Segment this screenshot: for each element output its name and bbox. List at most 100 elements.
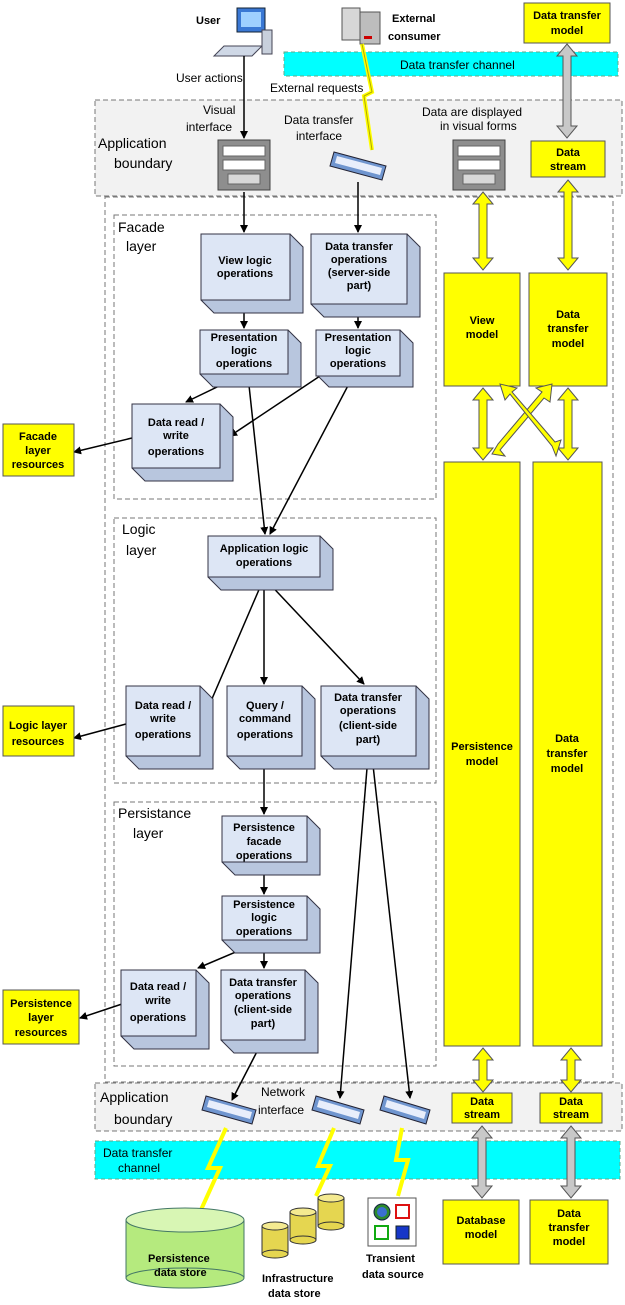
- persistence-store-label-1: Persistence: [148, 1253, 210, 1265]
- op-logic-rw-l3: operations: [135, 729, 191, 741]
- dt-model-mid-l2: transfer: [548, 323, 590, 335]
- user-computer-icon: [212, 7, 273, 57]
- network-interface-icon-3: [379, 1095, 431, 1125]
- data-transfer-interface-icon: [329, 151, 387, 181]
- op-facade-rw-l3: operations: [148, 446, 204, 458]
- op-view-logic: View logic operations: [200, 233, 304, 314]
- op-app-logic-l1: Application logic: [220, 543, 309, 555]
- op-query-cmd: Query / command operations: [226, 685, 316, 770]
- op-plog-l3: operations: [236, 926, 292, 938]
- op-dt-client-pers: Data transfer operations (client-side pa…: [220, 969, 319, 1054]
- dt-model-bottom-l2: transfer: [549, 1222, 591, 1234]
- op-pfac-l3: operations: [236, 850, 292, 862]
- network-interface-icon-2: [311, 1095, 365, 1125]
- op-pres-logic-1: Presentation logic operations: [199, 329, 302, 388]
- flow-arrows: [73, 56, 414, 1101]
- pers-res-l2: layer: [28, 1012, 54, 1024]
- persistence-layer-region: [113, 801, 437, 1067]
- database-model: [442, 1199, 520, 1265]
- logic-layer-title-2: layer: [126, 542, 157, 558]
- data-stream-bottom-left: [451, 1092, 513, 1124]
- op-prw-l3: operations: [130, 1012, 186, 1024]
- op-logic-rw-l1: Data read /: [135, 700, 191, 712]
- display-visual-icon: [452, 139, 506, 191]
- op-pres1-l2: logic: [231, 345, 257, 357]
- data-transfer-channel-bottom-label-1: Data transfer: [103, 1146, 172, 1160]
- data-transfer-interface-label-1: Data transfer: [284, 113, 353, 127]
- op-dtcp-l2: operations: [235, 990, 291, 1002]
- lightning-infrastructure: [314, 1127, 336, 1197]
- data-stream-bottom-right: [539, 1092, 603, 1124]
- logic-res-l2: resources: [12, 736, 65, 748]
- dt-model-mid: [528, 272, 608, 387]
- view-model-l2: model: [466, 329, 498, 341]
- op-pers-rw: Data read / write operations: [120, 969, 210, 1050]
- op-pfac-l2: facade: [247, 836, 282, 848]
- facade-res-l3: resources: [12, 459, 65, 471]
- op-plog-l1: Persistence: [233, 899, 295, 911]
- logic-res-l1: Logic layer: [9, 720, 68, 732]
- dt-model-bottom-l1: Data: [557, 1208, 582, 1220]
- facade-layer-title-2: layer: [126, 238, 157, 254]
- dt-model-mid-l3: model: [552, 338, 584, 350]
- network-interface-icon-1: [201, 1095, 257, 1125]
- op-dt-server: Data transfer operations (server-side pa…: [310, 233, 421, 318]
- op-facade-rw: Data read / write operations: [131, 403, 234, 482]
- logic-layer-title-1: Logic: [122, 521, 155, 537]
- op-facade-rw-l2: write: [162, 430, 189, 442]
- transient-source-icon: [367, 1197, 417, 1247]
- facade-resources: [2, 423, 75, 477]
- app-boundary-top-label-2: boundary: [114, 155, 172, 171]
- external-consumer-label-1: External: [392, 13, 435, 25]
- facade-res-l1: Facade: [19, 431, 57, 443]
- database-model-l1: Database: [457, 1215, 506, 1227]
- op-dt-server-l4: part): [347, 280, 372, 292]
- dt-model-tall-l1: Data: [555, 733, 580, 745]
- op-pfac-l1: Persistence: [233, 822, 295, 834]
- external-consumer-label-2: consumer: [388, 31, 441, 43]
- ds-br-l1: Data: [559, 1096, 584, 1108]
- persistence-resources: [2, 989, 80, 1045]
- op-query-l2: command: [239, 713, 291, 725]
- persistence-model: [443, 461, 521, 1047]
- data-stream-top: [530, 140, 606, 178]
- data-displayed-label-2: in visual forms: [440, 119, 517, 133]
- data-stream-top-l1: Data: [556, 147, 581, 159]
- facade-layer-title-1: Facade: [118, 219, 165, 235]
- op-dtcp-l4: part): [251, 1018, 276, 1030]
- op-dt-client-logic: Data transfer operations (client-side pa…: [320, 685, 430, 770]
- logic-layer-region: [113, 517, 437, 784]
- external-requests-label: External requests: [270, 81, 363, 95]
- ds-bl-l2: stream: [464, 1109, 500, 1121]
- op-app-logic: Application logic operations: [207, 535, 334, 591]
- op-dt-server-l1: Data transfer: [325, 241, 394, 253]
- dt-model-top-l1: Data transfer: [533, 10, 602, 22]
- facade-res-l2: layer: [25, 445, 51, 457]
- visual-interface-icon: [217, 139, 271, 191]
- op-dtcl-l2: operations: [340, 705, 396, 717]
- network-interface-label-2: interface: [258, 1103, 304, 1117]
- pers-res-l1: Persistence: [10, 998, 72, 1010]
- app-boundary-top-label-1: Application: [98, 135, 167, 151]
- user-label: User: [196, 15, 221, 27]
- op-facade-rw-l1: Data read /: [148, 417, 204, 429]
- data-displayed-label-1: Data are displayed: [422, 105, 522, 119]
- pers-res-l3: resources: [15, 1027, 68, 1039]
- op-query-l3: operations: [237, 729, 293, 741]
- visual-interface-label-1: Visual: [203, 103, 235, 117]
- op-pres2-l1: Presentation: [325, 332, 392, 344]
- transient-source-label-1: Transient: [366, 1253, 415, 1265]
- transient-source-label-2: data source: [362, 1269, 424, 1281]
- dt-model-tall-l3: model: [551, 763, 583, 775]
- op-dt-server-l3: (server-side: [328, 267, 390, 279]
- persistence-layer-title-1: Persistance: [118, 805, 191, 821]
- op-view-logic-l1: View logic: [218, 255, 272, 267]
- ds-bl-l1: Data: [470, 1096, 495, 1108]
- persistence-model-l2: model: [466, 756, 498, 768]
- app-boundary-bottom-label-2: boundary: [114, 1111, 172, 1127]
- dt-model-top-l2: model: [551, 25, 583, 37]
- data-transfer-channel-bottom: [94, 1140, 621, 1180]
- op-prw-l2: write: [144, 995, 171, 1007]
- persistence-model-l1: Persistence: [451, 741, 513, 753]
